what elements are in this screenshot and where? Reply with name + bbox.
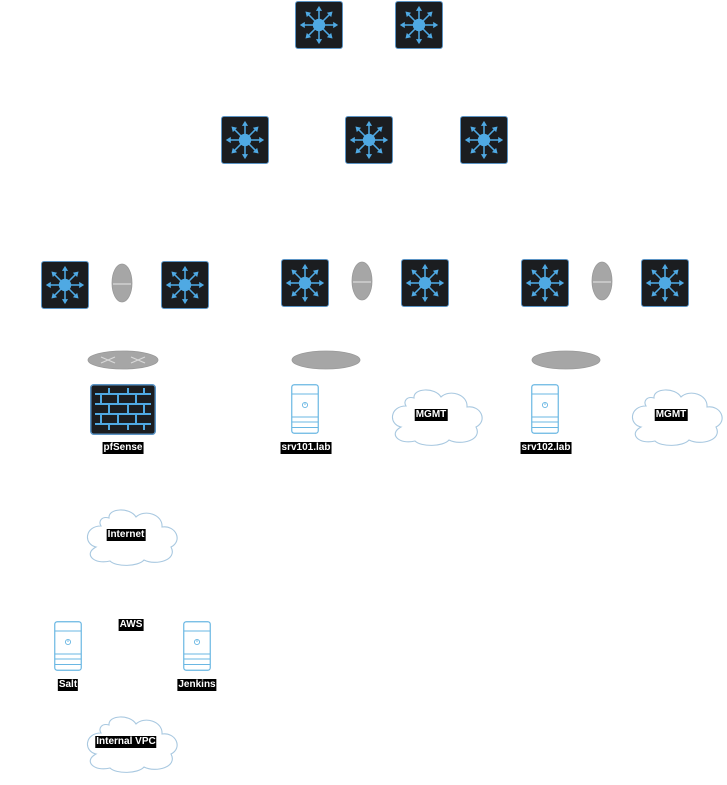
router-disc-icon (291, 350, 361, 370)
switch-icon (41, 261, 89, 309)
server-icon (531, 384, 559, 434)
pfsense-label: pfSense (102, 442, 144, 454)
stack-link-icon (111, 263, 133, 303)
switch-icon (345, 116, 393, 164)
salt-label: Salt (57, 679, 79, 691)
switch-icon (641, 259, 689, 307)
switch-icon (460, 116, 508, 164)
server-icon (183, 621, 211, 671)
firewall-icon (90, 384, 156, 435)
server-icon (291, 384, 319, 434)
switch-icon (281, 259, 329, 307)
switch-icon (221, 116, 269, 164)
router-disc-icon (87, 350, 159, 370)
switch-icon (395, 1, 443, 49)
switch-icon (401, 259, 449, 307)
switch-icon (295, 1, 343, 49)
internal-vpc-label: Internal VPC (95, 736, 157, 748)
switch-icon (521, 259, 569, 307)
mgmt-right-label: MGMT (654, 409, 688, 421)
router-disc-icon (531, 350, 601, 370)
jenkins-label: Jenkins (177, 679, 217, 691)
mgmt-left-label: MGMT (414, 409, 448, 421)
srv101-label: srv101.lab (280, 442, 332, 454)
stack-link-icon (591, 261, 613, 301)
switch-icon (161, 261, 209, 309)
aws-label: AWS (118, 619, 144, 631)
server-icon (54, 621, 82, 671)
stack-link-icon (351, 261, 373, 301)
internet-label: Internet (106, 529, 146, 541)
srv102-label: srv102.lab (520, 442, 572, 454)
